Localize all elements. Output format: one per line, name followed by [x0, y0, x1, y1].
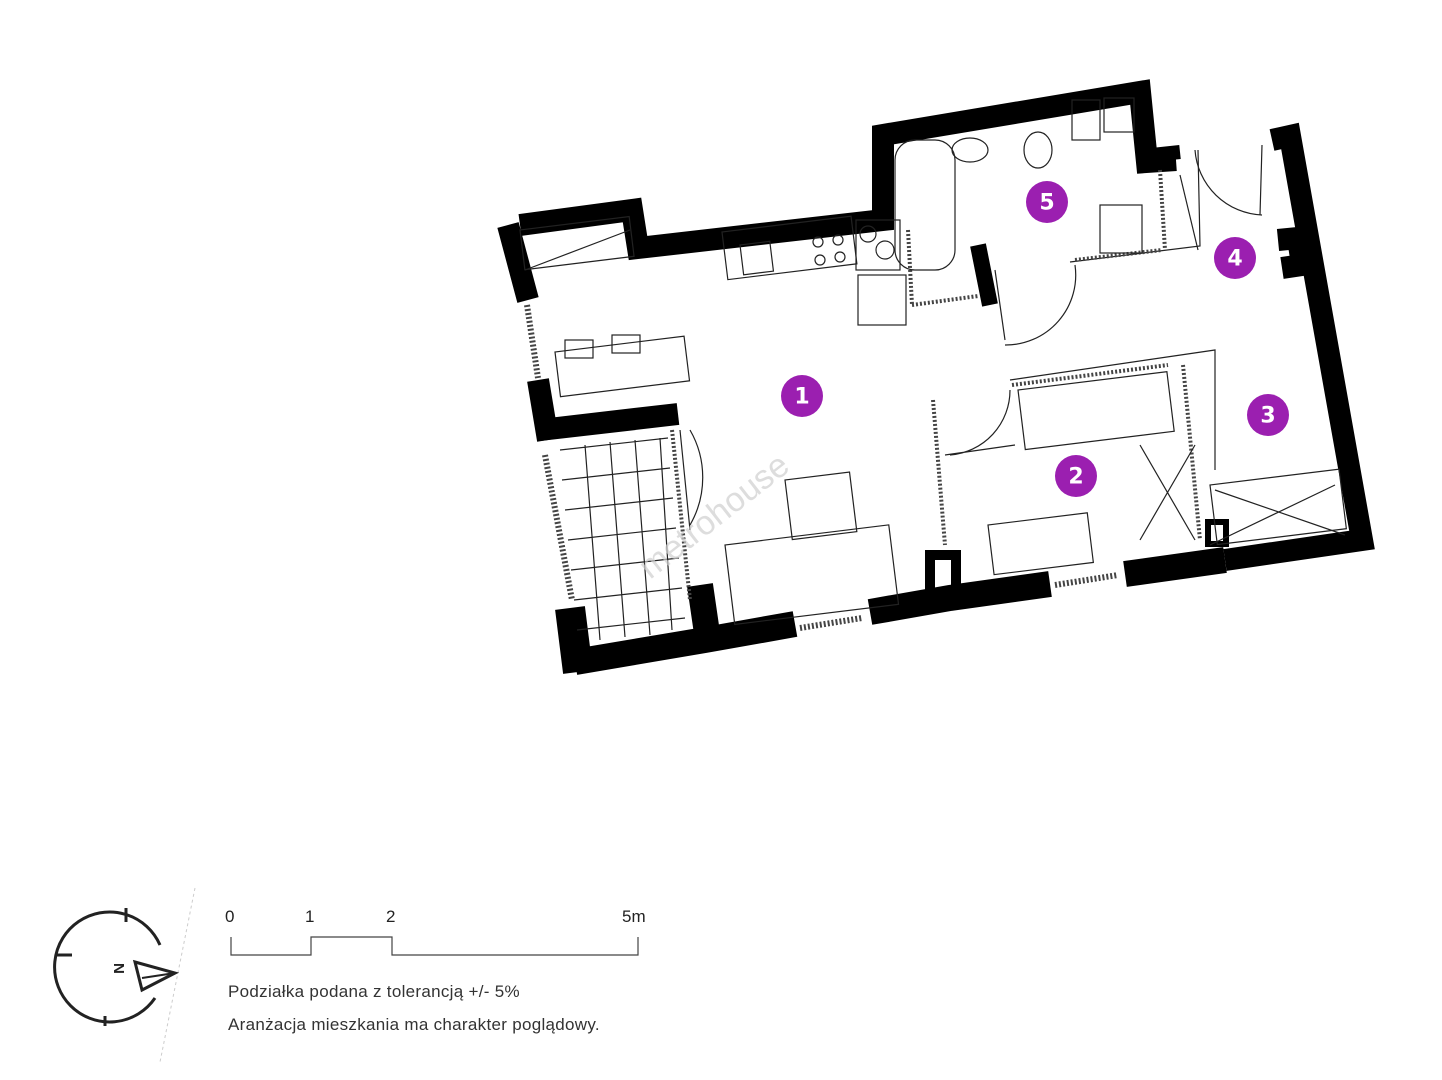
room-number: 4 [1227, 247, 1242, 272]
room-marker-1[interactable]: 1 [781, 375, 823, 417]
room-marker-3[interactable]: 3 [1247, 394, 1289, 436]
compass-icon: N [53, 908, 180, 1026]
room-number: 2 [1068, 465, 1083, 490]
arrangement-note: Aranżacja mieszkania ma charakter pogląd… [228, 1015, 600, 1034]
furniture [519, 97, 1348, 641]
scale-bar: 0 1 2 5m [225, 907, 646, 956]
room-marker-5[interactable]: 5 [1026, 181, 1068, 223]
scale-tick: 5m [622, 907, 646, 926]
scale-tick: 0 [225, 907, 234, 926]
scale-tolerance-note: Podziałka podana z tolerancją +/- 5% [228, 982, 520, 1001]
room-marker-4[interactable]: 4 [1214, 237, 1256, 279]
scale-tick: 1 [305, 907, 314, 926]
interior-walls [670, 149, 1216, 601]
room-number: 1 [794, 385, 809, 410]
outer-walls [497, 79, 1375, 675]
watermark: metrohouse [632, 446, 797, 586]
balcony-tiles [559, 437, 686, 641]
room-number: 5 [1039, 191, 1054, 216]
doors [679, 144, 1263, 531]
room-marker-2[interactable]: 2 [1055, 455, 1097, 497]
compass-north-label: N [110, 963, 127, 974]
scale-tick: 2 [386, 907, 395, 926]
room-number: 3 [1260, 404, 1275, 429]
windows [524, 304, 1119, 631]
